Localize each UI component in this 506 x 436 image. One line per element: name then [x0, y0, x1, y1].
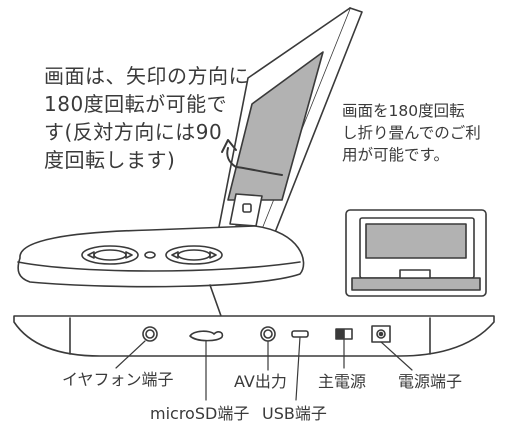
earphone-jack-icon	[142, 326, 158, 342]
main-power-label: 主電源	[318, 372, 367, 391]
rotation-caption-line: 画面は、矢印の方向に	[44, 64, 249, 88]
av-out-label: AV出力	[234, 372, 287, 391]
dpad-right-icon	[165, 245, 223, 265]
leader-lines	[115, 336, 413, 401]
rotation-caption-line: す(反対方向には90	[44, 120, 223, 144]
center-button-icon	[144, 251, 156, 259]
player-side-panel	[13, 315, 495, 357]
dpad-left-icon	[81, 245, 139, 265]
power-terminal-label: 電源端子	[398, 372, 463, 391]
rotation-caption-line: 180度回転が可能で	[44, 92, 228, 116]
fold-caption: 画面を180度回転 し折り畳んでのご利 用が可能です。	[342, 100, 481, 166]
rotation-caption-line: 度回転します)	[44, 148, 176, 172]
microsd-label: microSD端子	[150, 404, 250, 423]
rotation-caption: 画面は、矢印の方向に 180度回転が可能で す(反対方向には90 度回転します)	[44, 62, 249, 174]
fold-caption-line: 画面を180度回転	[342, 102, 465, 120]
microsd-slot-icon	[189, 330, 224, 342]
usb-label: USB端子	[262, 404, 327, 423]
earphone-label: イヤフォン端子	[62, 370, 174, 389]
fold-caption-line: 用が可能です。	[342, 146, 449, 164]
player-screen	[227, 51, 324, 201]
rotation-arrow-icon	[221, 139, 283, 176]
folded-player-illustration	[345, 209, 487, 297]
player-base	[17, 225, 305, 331]
fold-caption-line: し折り畳んでのご利	[342, 124, 481, 142]
